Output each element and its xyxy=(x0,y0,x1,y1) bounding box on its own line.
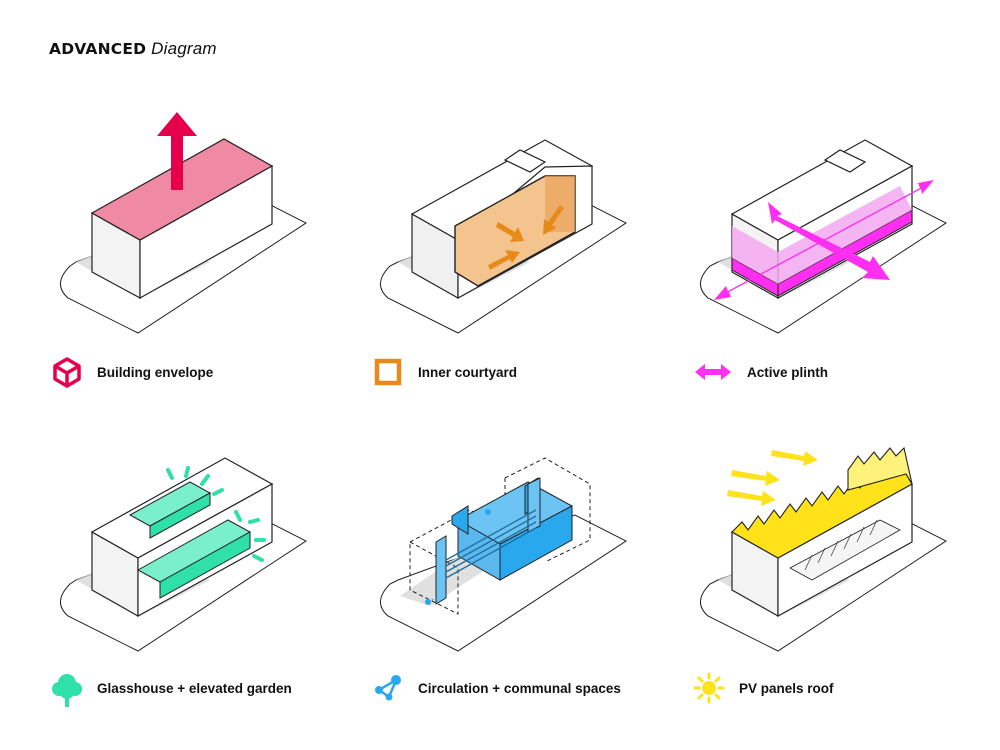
legend-label: PV panels roof xyxy=(739,680,834,696)
plinth-glass xyxy=(732,186,912,284)
panel-active-plinth xyxy=(700,139,947,334)
ground-plane xyxy=(380,514,627,652)
garden-lower-side xyxy=(159,531,251,599)
legend-item-glasshouse: Glasshouse + elevated garden xyxy=(51,672,292,707)
up-arrow xyxy=(157,112,197,190)
legend-item-building-envelope: Building envelope xyxy=(51,356,213,388)
legend-item-pv-roof: PV panels roof xyxy=(693,672,834,704)
courtyard-stripes xyxy=(804,519,878,571)
node-link xyxy=(427,597,437,603)
cube-icon xyxy=(51,356,83,388)
legend-label: Inner courtyard xyxy=(418,364,518,380)
panel-inner-courtyard xyxy=(380,139,627,334)
panel-circulation xyxy=(380,457,627,652)
panel-pv-roof xyxy=(700,446,947,652)
pv-panels-back xyxy=(847,446,913,491)
circulation-tower-right xyxy=(527,477,541,533)
legend-label: Building envelope xyxy=(97,364,214,380)
page-title: ADVANCED Diagram xyxy=(49,39,217,59)
legend-item-inner-courtyard: Inner courtyard xyxy=(372,356,517,388)
sun-rays xyxy=(727,450,818,506)
legend-item-circulation: Circulation + communal spaces xyxy=(372,672,621,704)
garden-upper-side xyxy=(149,492,211,539)
title-bold: ADVANCED xyxy=(49,40,147,58)
panel-glasshouse xyxy=(60,457,307,652)
block-notch xyxy=(823,149,867,173)
network-nodes-icon xyxy=(372,672,404,704)
block-notch xyxy=(503,149,547,173)
circulation-galleries xyxy=(445,509,537,579)
panel-building-envelope xyxy=(60,112,307,334)
title-italic: Diagram xyxy=(151,39,217,58)
legend-item-active-plinth: Active plinth xyxy=(693,356,828,388)
arrow-in-1 xyxy=(488,250,520,270)
legend-label: Circulation + communal spaces xyxy=(418,680,621,696)
communal-front xyxy=(457,519,501,581)
double-arrow-icon xyxy=(693,356,733,388)
circulation-tower-left xyxy=(435,535,447,605)
arrow-diagonal-2 xyxy=(768,202,890,280)
legend-label: Glasshouse + elevated garden xyxy=(97,680,292,696)
arrow-in-2 xyxy=(496,222,524,242)
glow-rays xyxy=(166,466,266,562)
courtyard-cut-edge xyxy=(454,226,479,287)
legend-label: Active plinth xyxy=(747,364,829,380)
arrow-in-3 xyxy=(543,205,564,235)
sun-icon xyxy=(693,672,725,704)
square-outline-icon xyxy=(372,356,404,388)
tree-icon xyxy=(51,672,83,707)
